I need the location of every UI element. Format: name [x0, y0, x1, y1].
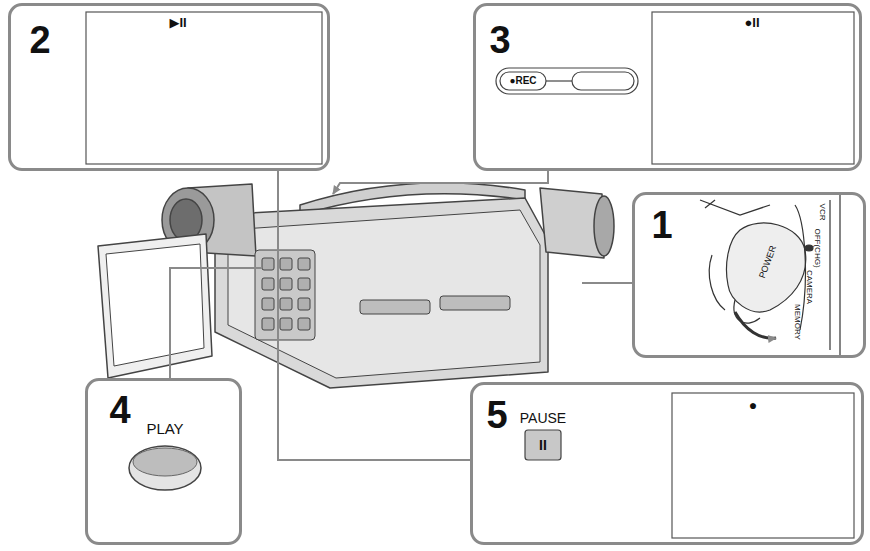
- control-label: OFF(CHG): [813, 228, 821, 267]
- control-label: ●REC: [509, 76, 536, 86]
- step-number: 1: [651, 206, 672, 244]
- screen: [672, 393, 854, 538]
- start-stop-button: [572, 72, 634, 90]
- power-dial: [700, 195, 840, 355]
- control-label: ▶II: [169, 16, 186, 29]
- step-number: 5: [486, 396, 507, 434]
- play-button: [129, 446, 201, 490]
- screen: [86, 12, 322, 164]
- step-panel: 1POWER OFF(CHG) VCR CAMERA MEMORY: [632, 192, 866, 358]
- control-label: PLAY: [146, 421, 183, 436]
- control-label: POWER: [758, 244, 778, 279]
- step-number: 4: [109, 391, 130, 429]
- control-label: MEMORY: [793, 304, 801, 340]
- rec-pill: [496, 68, 638, 94]
- camcorder: [98, 183, 614, 388]
- step-number: 3: [489, 21, 510, 59]
- control-label: ●II: [744, 16, 759, 29]
- step-panel: 4PLAY: [85, 378, 242, 545]
- screen: [652, 12, 854, 164]
- pause-button: [525, 430, 561, 460]
- step-panel: 5 PAUSE II ●: [470, 382, 864, 545]
- control-label: ●: [749, 398, 757, 412]
- step-number: 2: [29, 21, 50, 59]
- control-label: II: [539, 438, 547, 452]
- step-panel: 2 ▶II: [8, 3, 330, 171]
- step-panel: 3 ●REC ●II: [473, 3, 862, 171]
- control-label: PAUSE: [520, 411, 566, 425]
- control-label: CAMERA: [805, 270, 813, 304]
- control-label: VCR: [818, 204, 826, 221]
- rec-button: [500, 72, 546, 90]
